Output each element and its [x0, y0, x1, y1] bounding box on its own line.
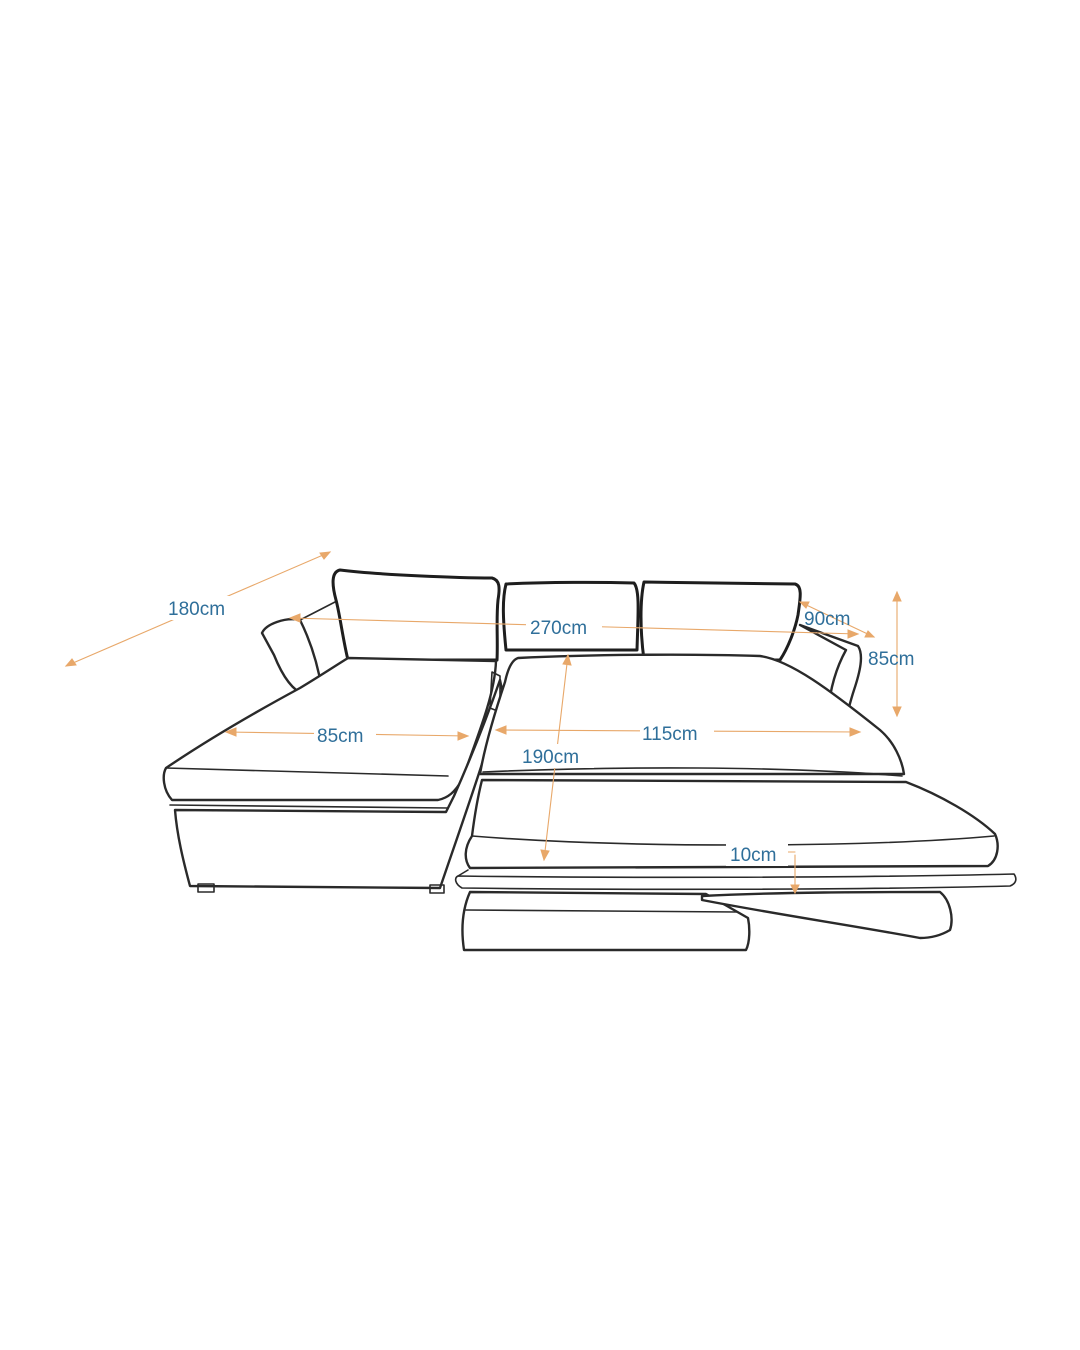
dim-line-seat-depth [799, 601, 875, 638]
label-bed-width: 115cm [642, 724, 698, 745]
label-height: 85cm [868, 649, 914, 670]
chaise-foot-right [429, 884, 445, 894]
label-chaise-depth: 180cm [168, 599, 225, 620]
pullout-leg-panel [700, 890, 953, 940]
pullout-base [461, 890, 751, 952]
bed-frame [454, 873, 1017, 891]
back-cushion-left [331, 568, 501, 662]
bed-mattress [464, 778, 999, 870]
label-mattress-thickness: 10cm [730, 845, 776, 866]
chaise-foot-left [197, 883, 215, 893]
dimension-labels: 180cm 270cm 90cm 85cm 85cm 115cm 190cm 1… [166, 596, 914, 866]
label-total-width: 270cm [530, 618, 587, 639]
back-cushion-right [639, 580, 802, 662]
label-chaise-width: 85cm [317, 726, 363, 747]
label-seat-depth: 90cm [804, 609, 850, 630]
label-bed-length: 190cm [522, 747, 579, 768]
left-arm [260, 618, 324, 697]
